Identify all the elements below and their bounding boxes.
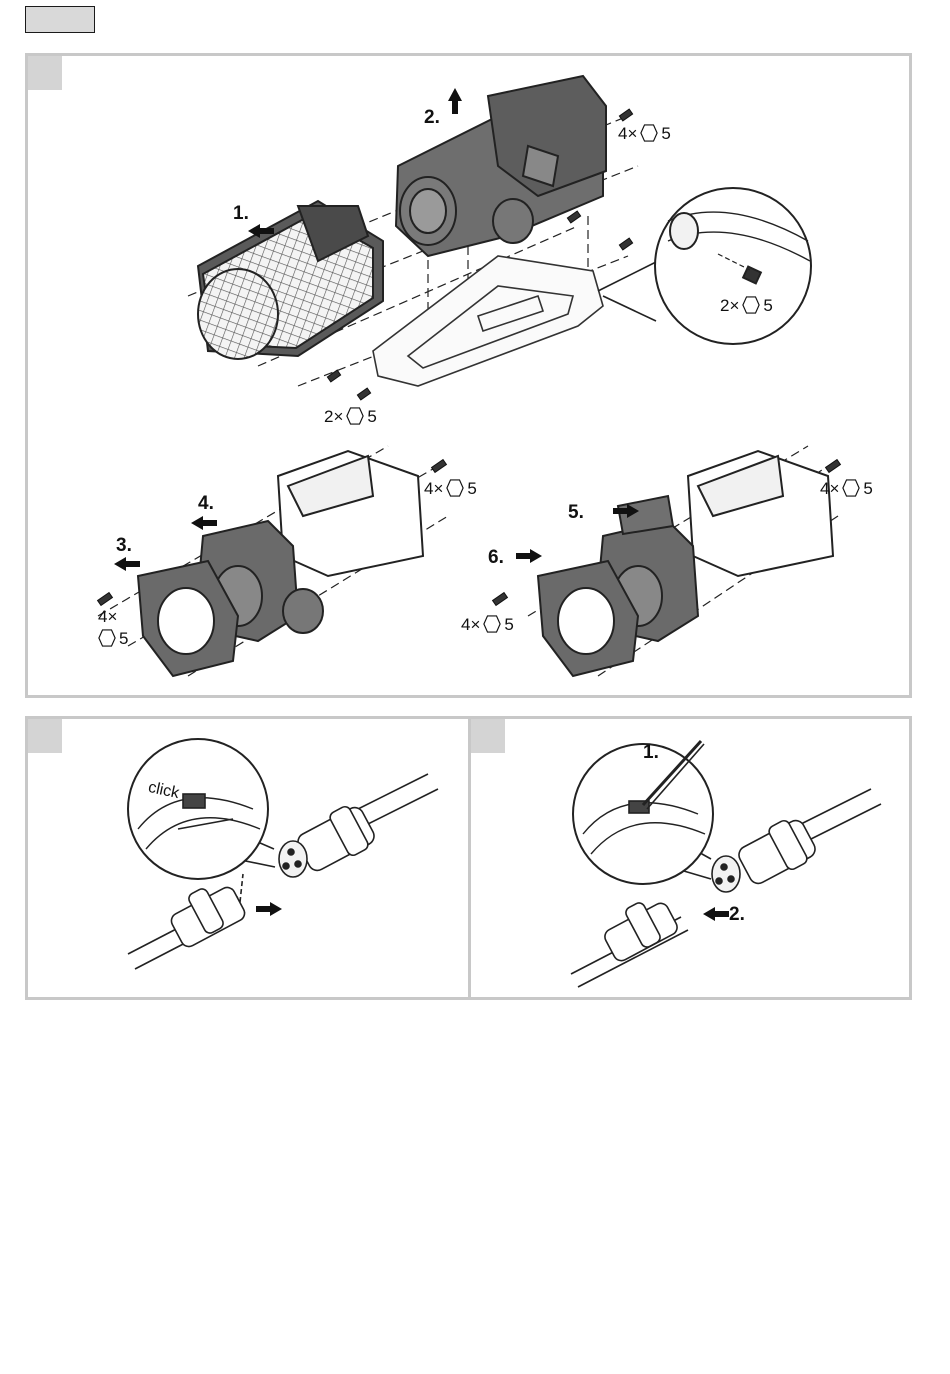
direction-arrow-icon <box>703 907 729 921</box>
connector-click-diagram <box>28 719 468 997</box>
hex-key-icon <box>640 124 658 142</box>
step-label-6: 6. <box>488 548 504 567</box>
hex-size: 5 <box>467 479 476 498</box>
hex-key-icon <box>346 407 364 425</box>
panel-b: click <box>25 716 471 1000</box>
hex-key-icon <box>483 615 501 633</box>
hex-key-icon <box>742 296 760 314</box>
step-label-1: 1. <box>233 204 249 223</box>
hex-size: 5 <box>367 407 376 426</box>
screw-count: 4× <box>461 615 480 634</box>
step-label-release-1: 1. <box>643 743 659 762</box>
step-label-3: 3. <box>116 536 132 555</box>
step-label-release-2: 2. <box>729 905 745 924</box>
screw-label-right-motor: 4× 5 <box>820 479 873 497</box>
screw-label-left-motor: 4× 5 <box>424 479 477 497</box>
pump-assembly-right <box>538 451 833 676</box>
step-label-4: 4. <box>198 494 214 513</box>
connector-release-diagram <box>471 719 909 997</box>
pump-exploded-diagram <box>28 56 909 695</box>
filter-basket <box>198 201 383 359</box>
hex-size: 5 <box>504 615 513 634</box>
step-label-5: 5. <box>568 503 584 522</box>
hex-size: 5 <box>119 629 128 648</box>
panel-c: 1. 2. <box>468 716 912 1000</box>
pump-base <box>373 256 603 386</box>
screw-count: 4× <box>618 124 637 143</box>
step-label-2: 2. <box>424 108 440 127</box>
screw-label-bottom: 2× 5 <box>324 407 377 425</box>
screw-count: 4× <box>820 479 839 498</box>
screw-label-top-right: 4× 5 <box>618 124 671 142</box>
pump-assembly-left <box>138 451 423 676</box>
screw-label-zoom: 2× 5 <box>720 296 773 314</box>
hex-key-icon <box>98 629 116 647</box>
screw-label-right-flange: 4× 5 <box>461 615 514 633</box>
hex-key-icon <box>842 479 860 497</box>
screw-count: 2× <box>720 296 739 315</box>
screw-count: 4× <box>424 479 443 498</box>
hex-size: 5 <box>763 296 772 315</box>
screw-count: 4× <box>98 606 128 628</box>
panel-a: 1. 2. 3. 4. 5. 6. 4×5 2×5 2×5 4×5 4×5 4×… <box>25 53 912 698</box>
header-tab <box>25 6 95 33</box>
screw-label-left-flange: 4× 5 <box>98 606 128 650</box>
screw-count: 2× <box>324 407 343 426</box>
hex-size: 5 <box>661 124 670 143</box>
pump-housing-top <box>396 76 606 256</box>
direction-arrow-icon <box>256 902 282 916</box>
hex-key-icon <box>446 479 464 497</box>
zoom-circle <box>598 188 811 344</box>
hex-size: 5 <box>863 479 872 498</box>
